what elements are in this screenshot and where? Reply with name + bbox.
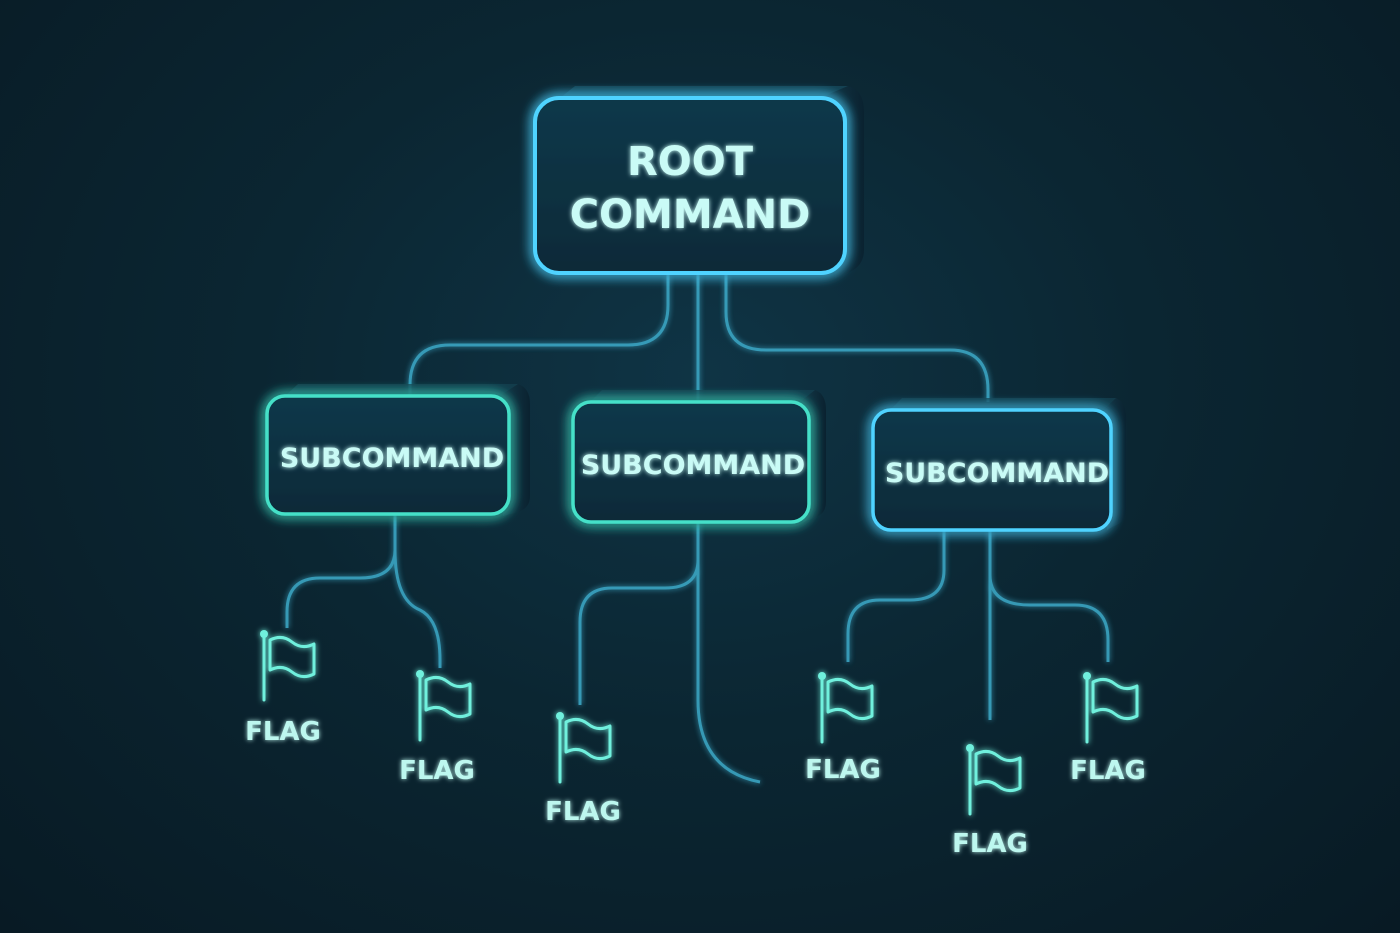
root-label-line2: COMMAND [570, 192, 811, 238]
connectors [285, 275, 1110, 784]
sub1-box [265, 394, 511, 516]
flag-icon [556, 712, 612, 784]
connector-sub2-flag3 [578, 522, 700, 705]
flag-node-6[interactable] [1083, 672, 1139, 744]
subcommand-node-2[interactable]: SUBCOMMAND [571, 390, 826, 524]
root-box-top [560, 86, 848, 98]
sub2-box [571, 400, 811, 524]
sub2-box-top [590, 390, 815, 402]
flag-labels: FLAG FLAG FLAG FLAG FLAG FLAG [245, 717, 1146, 859]
sub2-label: SUBCOMMAND [581, 450, 805, 481]
flag-node-2[interactable] [416, 670, 472, 742]
flag-icon [1083, 672, 1139, 744]
sub3-box-top [890, 398, 1116, 410]
flag-label-2: FLAG [399, 756, 475, 786]
connector-sub2-tail [696, 560, 761, 784]
connector-root-sub1 [408, 275, 670, 398]
flag-icon [260, 630, 316, 702]
root-box [533, 96, 847, 275]
flag-node-1[interactable] [260, 630, 316, 702]
flag-icon [966, 744, 1022, 816]
connector-root-sub3 [724, 275, 990, 402]
flag-label-3: FLAG [545, 797, 621, 827]
flag-label-6: FLAG [1070, 756, 1146, 786]
sub1-box-top [285, 384, 518, 396]
flag-label-1: FLAG [245, 717, 321, 747]
subcommand-node-1[interactable]: SUBCOMMAND [265, 384, 530, 516]
sub3-label: SUBCOMMAND [885, 458, 1109, 489]
flag-node-4[interactable] [818, 672, 874, 744]
root-label-line1: ROOT [627, 139, 754, 185]
subcommand-node-3[interactable]: SUBCOMMAND [871, 398, 1126, 532]
flag-icon [818, 672, 874, 744]
flag-label-5: FLAG [952, 829, 1028, 859]
connector-sub1-flag1 [285, 515, 397, 628]
flag-node-3[interactable] [556, 712, 612, 784]
flags [260, 630, 1139, 816]
sub1-label: SUBCOMMAND [280, 443, 504, 474]
flag-icon [416, 670, 472, 742]
sub3-box [871, 408, 1113, 532]
connector-sub3-flag6 [988, 574, 1110, 662]
connector-sub1-flag2 [393, 549, 442, 668]
connector-sub3-flag4 [846, 530, 946, 662]
flag-label-4: FLAG [805, 755, 881, 785]
flag-node-5[interactable] [966, 744, 1022, 816]
root-command-node[interactable]: ROOT COMMAND [533, 86, 864, 278]
